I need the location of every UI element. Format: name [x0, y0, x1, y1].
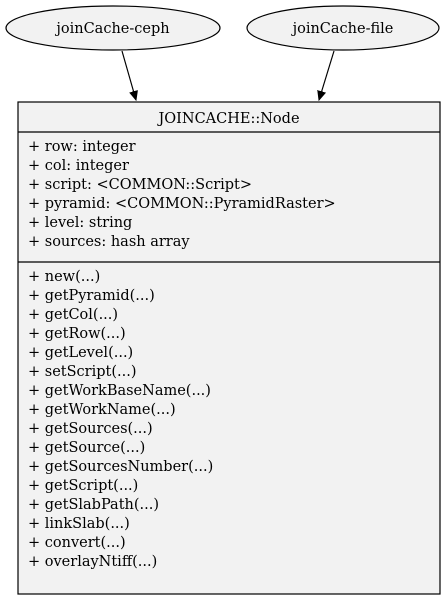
class-method: + setScript(...) — [28, 364, 136, 380]
class-method: + getSourcesNumber(...) — [28, 459, 213, 475]
class-title: JOINCACHE::Node — [156, 111, 299, 127]
class-box — [17, 101, 441, 595]
class-method: + new(...) — [28, 269, 100, 285]
class-attributes: + row: integer + col: integer + script: <C… — [28, 139, 336, 250]
class-attribute: + script: <COMMON::Script> — [28, 177, 252, 193]
class-method: + getWorkName(...) — [28, 402, 176, 418]
class-method: + getLevel(...) — [28, 345, 133, 361]
class-method: + getCol(...) — [28, 307, 118, 323]
class-method: + getPyramid(...) — [28, 288, 155, 304]
node-joincache-ceph: joinCache-ceph — [5, 5, 221, 51]
class-attribute: + pyramid: <COMMON::PyramidRaster> — [28, 196, 336, 212]
edge-ceph-to-node — [121, 50, 136, 100]
class-method: + getScript(...) — [28, 478, 138, 494]
class-attribute: + row: integer — [28, 139, 136, 155]
class-joincache-node: JOINCACHE::Node + row: integer+ col: int… — [17, 101, 441, 595]
class-method: + getRow(...) — [28, 326, 126, 342]
edge-file-to-node — [319, 50, 335, 100]
node-label: joinCache-ceph — [54, 21, 169, 37]
node-joincache-file: joinCache-file — [246, 5, 440, 51]
class-methods: + new(...) + getPyramid(...) + getCol(...)… — [28, 269, 213, 570]
class-method: + getSlabPath(...) — [28, 497, 159, 513]
class-method: + getSource(...) — [28, 440, 145, 456]
class-method: + getWorkBaseName(...) — [28, 383, 211, 399]
class-attribute: + level: string — [28, 215, 132, 231]
class-attribute: + sources: hash array — [28, 234, 190, 250]
class-method: + convert(...) — [28, 535, 126, 551]
node-ellipse — [5, 5, 221, 51]
node-label: joinCache-file — [291, 21, 394, 37]
node-ellipse — [246, 5, 440, 51]
class-method: + overlayNtiff(...) — [28, 554, 157, 570]
class-attribute: + col: integer — [28, 158, 129, 174]
class-method: + linkSlab(...) — [28, 516, 130, 532]
class-method: + getSources(...) — [28, 421, 153, 437]
